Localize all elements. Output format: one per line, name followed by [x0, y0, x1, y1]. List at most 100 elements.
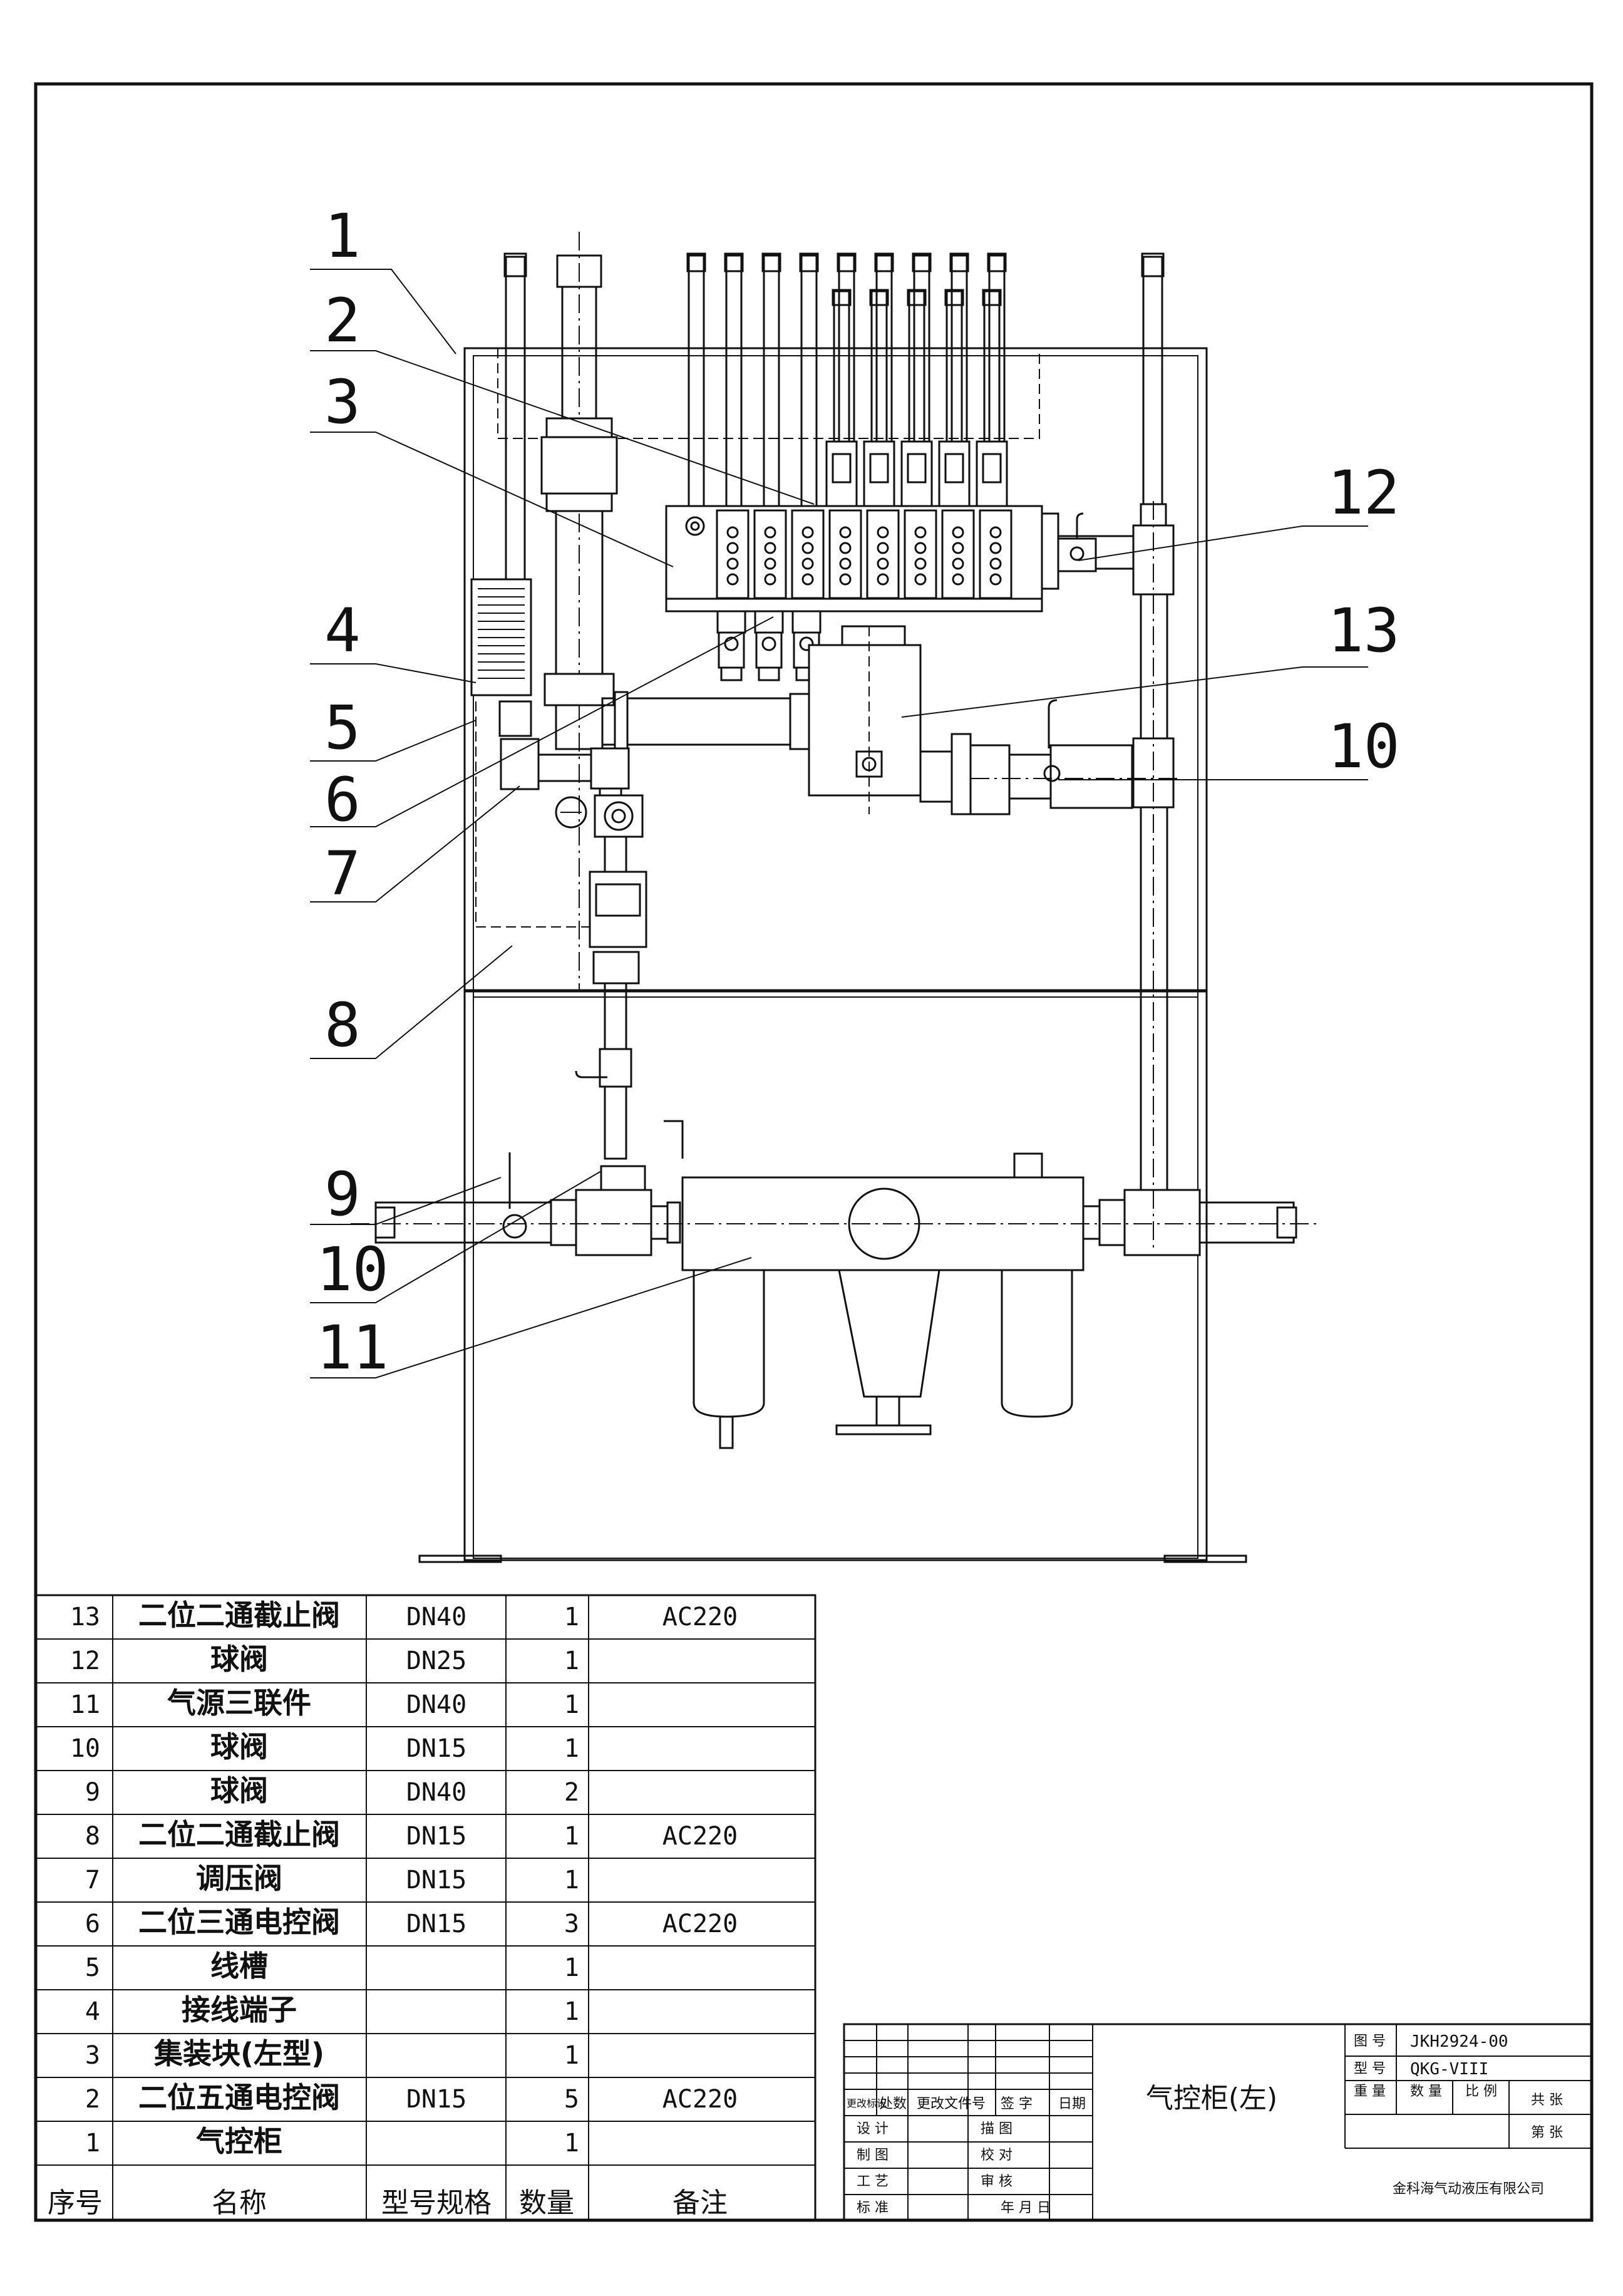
- tb-date-line: 年 月 日: [1001, 2200, 1051, 2216]
- callout-12: 12: [1327, 458, 1400, 528]
- valve-module: [753, 509, 787, 599]
- bom-cell-remark: AC220: [662, 1822, 738, 1851]
- bom-cell-name: 球阀: [210, 1642, 268, 1676]
- bom-header-qty: 数量: [519, 2187, 574, 2219]
- wire-duct: [498, 700, 532, 737]
- bom-cell-no: 12: [70, 1647, 100, 1675]
- tube-rear: [825, 289, 858, 507]
- tube-rear: [938, 289, 971, 507]
- bom-cell-name: 二位五通电控阀: [138, 2081, 340, 2114]
- bom-header-remark: 备注: [672, 2187, 728, 2219]
- bom-cell-name: 接线端子: [182, 1993, 297, 2027]
- bom-cell-qty: 3: [564, 1910, 579, 1938]
- rev-header-file: 更改文件号: [917, 2096, 986, 2112]
- bom-header-spec: 型号规格: [381, 2187, 492, 2219]
- bom-cell-name: 球阀: [210, 1774, 268, 1807]
- rev-header-mark: 更改标记: [847, 2097, 887, 2109]
- tube: [724, 252, 744, 507]
- bom-cell-no: 13: [70, 1603, 100, 1632]
- tube: [799, 252, 819, 507]
- bom-cell-no: 7: [85, 1866, 100, 1895]
- bom-row: 10 球阀 DN15 1: [70, 1730, 579, 1764]
- bom-cell-spec: DN15: [406, 1910, 466, 1938]
- bom-cell-name: 二位二通截止阀: [138, 1598, 340, 1632]
- tube: [686, 252, 706, 507]
- three-way-solenoid-coils: [716, 610, 822, 681]
- bom-cell-no: 3: [85, 2041, 100, 2070]
- bom-cell-name: 集装块(左型): [153, 2037, 324, 2071]
- bom-cell-spec: DN40: [406, 1603, 466, 1632]
- bom-cell-name: 线槽: [210, 1949, 268, 1983]
- title-block: 更改标记 处数 更改文件号 签 字 日期 设 计 制 图 工 艺 标 准 描 图…: [843, 2023, 1593, 2221]
- pressure-regulator: [555, 794, 644, 873]
- bom-cell-name: 调压阀: [196, 1861, 282, 1895]
- tb-company: 金科海气动液压有限公司: [1393, 2181, 1544, 2197]
- bom-cell-no: 6: [85, 1910, 100, 1938]
- tube-rear: [976, 289, 1008, 507]
- bom-cell-no: 5: [85, 1953, 100, 1982]
- tb-drafting: 制 图: [857, 2148, 889, 2163]
- bom-cell-remark: AC220: [662, 1910, 738, 1938]
- elbow: [500, 738, 540, 790]
- stop-valve-small: [589, 871, 647, 1160]
- bom-cell-name: 气控柜: [196, 2124, 282, 2158]
- tb-standard: 标 准: [857, 2200, 889, 2216]
- right-riser: [939, 501, 1177, 1253]
- valve-module: [904, 509, 937, 599]
- bom-cell-qty: 1: [564, 2129, 579, 2158]
- bom-header-name: 名称: [212, 2187, 267, 2219]
- terminal-block: [470, 578, 532, 696]
- bom-cell-qty: 1: [564, 2041, 579, 2070]
- ball-valve-lower: [575, 1048, 684, 1159]
- bom-row: 12 球阀 DN25 1: [70, 1642, 579, 1676]
- valve-modules: [716, 509, 1012, 599]
- callout-10-upper: 10: [1327, 711, 1400, 782]
- valve-module: [791, 509, 825, 599]
- bom-cell-name: 球阀: [210, 1730, 268, 1764]
- tb-drawing-no: JKH2924-00: [1410, 2032, 1508, 2051]
- bom-cell-spec: DN40: [406, 1690, 466, 1719]
- tb-review: 审 核: [981, 2174, 1012, 2190]
- tb-model-label: 型 号: [1354, 2061, 1386, 2077]
- valve-module: [828, 509, 862, 599]
- tb-sheet-no: 第 张: [1531, 2125, 1563, 2141]
- callout-4: 4: [324, 596, 361, 666]
- bom-cell-qty: 5: [564, 2085, 579, 2114]
- callout-3: 3: [324, 367, 361, 437]
- top-tubes: [503, 232, 1165, 990]
- tube-rear: [900, 289, 933, 507]
- bom-cell-spec: DN15: [406, 1734, 466, 1763]
- stop-valve-large: [808, 625, 1011, 815]
- bom-cell-no: 10: [70, 1734, 100, 1763]
- solenoid-coil: [716, 610, 746, 681]
- bom-header-no: 序号: [48, 2187, 103, 2219]
- tb-process: 工 艺: [857, 2174, 889, 2190]
- bom-cell-no: 11: [70, 1690, 100, 1719]
- tube-rear: [863, 289, 895, 507]
- valve-module: [941, 509, 975, 599]
- bom-cell-qty: 1: [564, 1647, 579, 1675]
- tb-design: 设 计: [857, 2121, 889, 2137]
- tb-title: 气控柜(左): [1146, 2082, 1277, 2114]
- callout-6: 6: [324, 765, 361, 835]
- bom-cell-qty: 1: [564, 1690, 579, 1719]
- bom-row: 3 集装块(左型) 1: [85, 2037, 579, 2071]
- callout-10-lower: 10: [316, 1234, 389, 1305]
- tb-drawing-no-label: 图 号: [1354, 2034, 1386, 2049]
- bom-cell-qty: 2: [564, 1778, 579, 1807]
- callout-9: 9: [324, 1159, 361, 1229]
- bom-cell-qty: 1: [564, 1734, 579, 1763]
- callout-5: 5: [324, 693, 361, 763]
- bom-cell-remark: AC220: [662, 1603, 738, 1632]
- bom-cell-spec: DN15: [406, 2085, 466, 2114]
- bom-cell-spec: DN25: [406, 1647, 466, 1675]
- bom-cell-no: 9: [85, 1778, 100, 1807]
- solenoid-tubes: [686, 252, 1008, 507]
- valve-module: [866, 509, 900, 599]
